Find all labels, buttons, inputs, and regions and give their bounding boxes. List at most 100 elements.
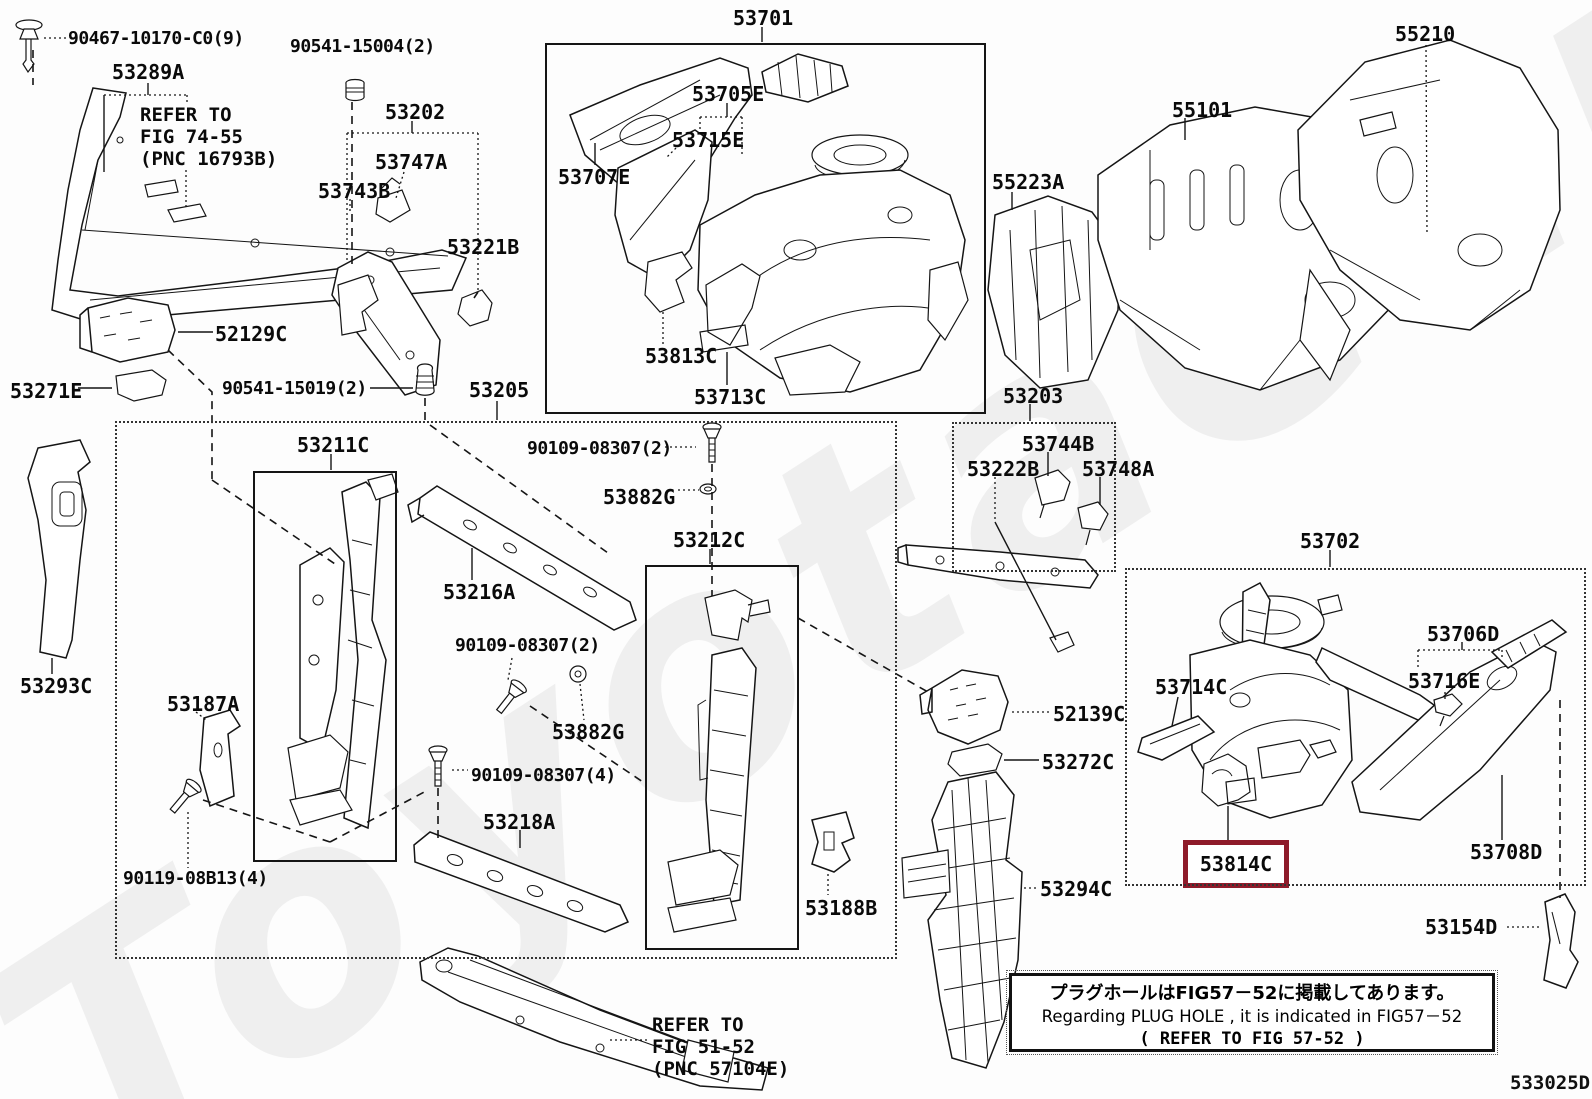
bolt-90119-icon <box>169 778 202 814</box>
part-label-53294C[interactable]: 53294C <box>1040 877 1113 901</box>
panel-53293C-sketch <box>27 439 91 659</box>
refer-note-line: (PNC 16793B) <box>140 148 278 170</box>
part-label-53882Ga[interactable]: 53882G <box>603 485 676 509</box>
part-label-53747A[interactable]: 53747A <box>375 150 448 174</box>
part-label-90109-08307-4[interactable]: 90109-08307(4) <box>471 765 616 786</box>
part-label-53202[interactable]: 53202 <box>385 100 446 124</box>
bracket-53748A-sketch <box>1077 501 1109 546</box>
refer-note-line: FIG 51-52 <box>652 1036 755 1058</box>
part-label-53154D[interactable]: 53154D <box>1425 915 1498 939</box>
part-label-53748A[interactable]: 53748A <box>1082 457 1155 481</box>
part-label-53708D[interactable]: 53708D <box>1470 840 1543 864</box>
part-label-53744B[interactable]: 53744B <box>1022 432 1095 456</box>
part-label-53701[interactable]: 53701 <box>733 6 794 30</box>
part-label-53743B[interactable]: 53743B <box>318 179 391 203</box>
refer-note-line: REFER TO <box>652 1014 744 1036</box>
shield-53294C-sketch <box>901 771 1023 1069</box>
part-label-90109-08307-2b[interactable]: 90109-08307(2) <box>455 635 600 656</box>
bolt-90109c-icon <box>428 745 448 787</box>
part-label-53272C[interactable]: 53272C <box>1042 750 1115 774</box>
leader-lines <box>32 27 1561 1041</box>
clip-53222B-target-sketch <box>1049 631 1075 653</box>
apron-53708D-sketch <box>1351 639 1557 821</box>
part-label-53705E[interactable]: 53705E <box>692 82 765 106</box>
note-line-english: Regarding PLUG HOLE , it is indicated in… <box>1041 1007 1463 1026</box>
bracket-53813C-sketch <box>644 251 693 313</box>
refer-note-line: FIG 74-55 <box>140 126 243 148</box>
refer-note-line: REFER TO <box>140 104 232 126</box>
note-line-japanese: プラグホールはFIG57－52に掲載してあります。 <box>1049 983 1455 1004</box>
part-label-53714C[interactable]: 53714C <box>1155 675 1228 699</box>
part-label-55101[interactable]: 55101 <box>1172 98 1233 122</box>
bracket-53154D-sketch <box>1543 893 1579 989</box>
part-label-53716E[interactable]: 53716E <box>1408 669 1481 693</box>
wheelhouse-53702-assembly-sketch <box>1137 582 1568 821</box>
part-label-90541-15004[interactable]: 90541-15004(2) <box>290 36 435 57</box>
part-label-90467-10170-C0[interactable]: 90467-10170-C0(9) <box>68 28 244 49</box>
lower-rail-57104E-sketch <box>419 947 769 1091</box>
bracket-53814C-sketch <box>1201 753 1257 807</box>
grommet-15004-icon <box>345 78 365 102</box>
part-label-53702[interactable]: 53702 <box>1300 529 1361 553</box>
bracket-52139C-sketch <box>919 669 1009 745</box>
bracket-53713C-sketch <box>699 263 761 353</box>
part-label-53188B[interactable]: 53188B <box>805 896 878 920</box>
part-label-53221B[interactable]: 53221B <box>447 235 520 259</box>
insulator-55223A-sketch <box>987 195 1121 389</box>
bracket-52129C-sketch <box>79 297 176 363</box>
bracket-53271E-sketch <box>115 369 167 402</box>
washer-53882Gb-icon <box>569 665 587 683</box>
part-label-53205[interactable]: 53205 <box>469 378 530 402</box>
part-label-53882Gb[interactable]: 53882G <box>552 720 625 744</box>
part-label-53218A[interactable]: 53218A <box>483 810 556 834</box>
part-label-53293C[interactable]: 53293C <box>20 674 93 698</box>
part-label-53211C[interactable]: 53211C <box>297 433 370 457</box>
part-label-53706D[interactable]: 53706D <box>1427 622 1500 646</box>
bolt-90109a-icon <box>702 422 722 463</box>
reinforcement-53705E-sketch <box>761 53 849 103</box>
bracket-53272C-sketch <box>947 743 1003 777</box>
part-label-52139C[interactable]: 52139C <box>1053 702 1126 726</box>
cowl-53203-parts-sketch <box>897 469 1109 653</box>
note-line-refer: ( REFER TO FIG 57-52 ) <box>1139 1029 1365 1049</box>
wheelhouse-53701-assembly-sketch <box>614 129 969 396</box>
dash-panel-55210-sketch <box>1297 39 1561 382</box>
part-label-53707E[interactable]: 53707E <box>558 165 631 189</box>
clip-53221B-sketch <box>457 289 493 327</box>
support-53216A-sketch <box>407 485 637 631</box>
part-label-55210[interactable]: 55210 <box>1395 22 1456 46</box>
part-label-55223A[interactable]: 55223A <box>992 170 1065 194</box>
grommet-15019-icon <box>415 363 435 396</box>
clip-53716E-sketch <box>1433 693 1463 727</box>
part-label-90109-08307-2a[interactable]: 90109-08307(2) <box>527 438 672 459</box>
part-label-53187A[interactable]: 53187A <box>167 692 240 716</box>
bracket-53744B-sketch <box>1034 469 1071 519</box>
part-label-53222B[interactable]: 53222B <box>967 457 1040 481</box>
part-label-53813C[interactable]: 53813C <box>645 344 718 368</box>
bracket-53743B-sketch <box>337 274 379 336</box>
part-label-53216A[interactable]: 53216A <box>443 580 516 604</box>
part-label-53203[interactable]: 53203 <box>1003 384 1064 408</box>
part-label-53271E[interactable]: 53271E <box>10 379 83 403</box>
clip-90467-icon <box>15 19 43 74</box>
rail-53714C-sketch <box>1137 715 1216 761</box>
part-label-52129C[interactable]: 52129C <box>215 322 288 346</box>
part-label-90541-15019[interactable]: 90541-15019(2) <box>222 378 367 399</box>
bracket-53188B-sketch <box>811 811 855 873</box>
part-label-53212C[interactable]: 53212C <box>673 528 746 552</box>
part-label-53715E[interactable]: 53715E <box>672 128 745 152</box>
part-label-90119-08B13[interactable]: 90119-08B13(4) <box>123 868 268 889</box>
nut-53882Ga-icon <box>699 483 717 495</box>
bracket-53187A-sketch <box>199 709 242 808</box>
pillar-53212C-parts-sketch <box>667 589 771 933</box>
part-label-53814C[interactable]: 53814C <box>1199 852 1273 876</box>
bolt-90109b-icon <box>495 679 527 715</box>
plug-hole-note-box: プラグホールはFIG57－52に掲載してあります。 Regarding PLUG… <box>1006 970 1498 1055</box>
part-label-53713C[interactable]: 53713C <box>694 385 767 409</box>
rail-53706D-sketch <box>1490 619 1568 669</box>
part-label-53289A[interactable]: 53289A <box>112 60 185 84</box>
highlighted-part-53814C[interactable]: 53814C <box>1183 840 1289 888</box>
